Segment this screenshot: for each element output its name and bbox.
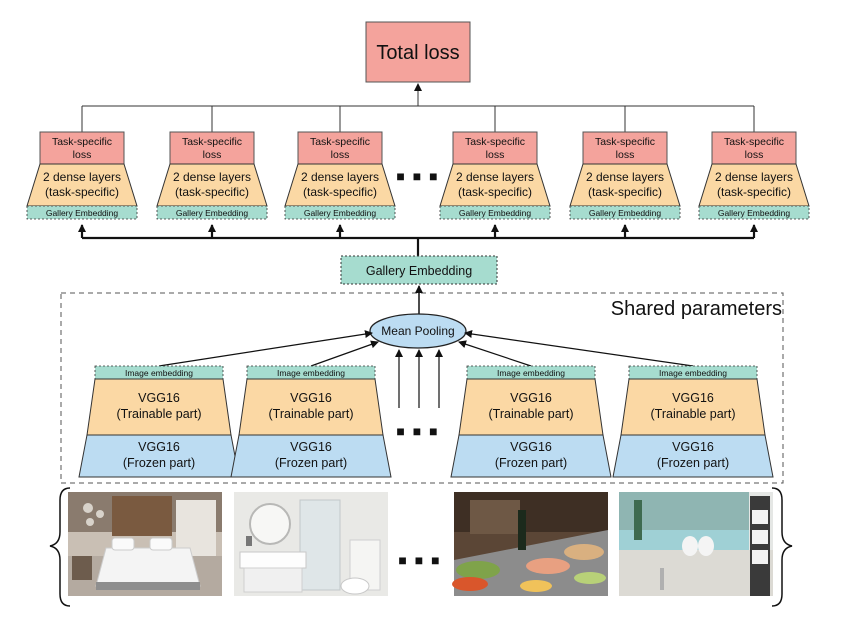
head-gallery-embedding-label: Gallery Embedding (46, 208, 119, 218)
task-loss-box (452, 131, 538, 165)
bottom-ellipsis: ■ ■ ■ (398, 552, 441, 568)
photo-indoor-pool (619, 492, 773, 596)
vgg-trainable-label: (Trainable part) (489, 407, 574, 421)
dense-layers-label: 2 dense layers (43, 170, 121, 184)
vgg-frozen-block (612, 434, 774, 478)
task-loss-box (711, 131, 797, 165)
vgg-trainable-label: VGG16 (290, 391, 332, 405)
task-loss-label: Task-specific (182, 136, 242, 148)
top-ellipsis: ■ ■ ■ (396, 168, 439, 184)
dense-layers-label: (task-specific) (588, 185, 662, 199)
task-loss-label: loss (745, 149, 764, 161)
vgg-frozen-label: (Frozen part) (657, 456, 729, 470)
head-gallery-embedding (26, 205, 138, 220)
task-loss-label: Task-specific (595, 136, 655, 148)
task-loss-label: Task-specific (724, 136, 784, 148)
vgg-frozen-label: VGG16 (510, 440, 552, 454)
task-loss-box (169, 131, 255, 165)
image-embedding-label: Image embedding (125, 368, 193, 378)
head-gallery-embedding (698, 205, 810, 220)
vgg-frozen-label: VGG16 (672, 440, 714, 454)
task-loss-label: loss (486, 149, 505, 161)
vgg-frozen-block (450, 434, 612, 478)
vgg-frozen-label: (Frozen part) (275, 456, 347, 470)
photo-hotel-bedroom (68, 492, 222, 596)
task-loss-label: loss (73, 149, 92, 161)
head-gallery-embedding-label: Gallery Embedding (459, 208, 532, 218)
dense-layers-label: (task-specific) (175, 185, 249, 199)
head-gallery-embedding-label: Gallery Embedding (589, 208, 662, 218)
left-brace (49, 487, 71, 607)
task-loss-box (297, 131, 383, 165)
vgg-trainable-label: (Trainable part) (269, 407, 354, 421)
shared-parameters-label: Shared parameters (611, 298, 782, 320)
gallery-embedding-label: Gallery Embedding (366, 264, 472, 278)
shared-parameters-box: Shared parameters (60, 292, 784, 484)
loss-aggregation-connector (81, 83, 755, 132)
dense-layers-label: (task-specific) (458, 185, 532, 199)
image-embedding-label: Image embedding (659, 368, 727, 378)
vgg-trainable-label: VGG16 (672, 391, 714, 405)
task-loss-label: loss (616, 149, 635, 161)
task-loss-box (582, 131, 668, 165)
head-gallery-embedding (569, 205, 681, 220)
task-loss-label: Task-specific (310, 136, 370, 148)
dense-layers-label: (task-specific) (303, 185, 377, 199)
dense-layers-label: 2 dense layers (173, 170, 251, 184)
dense-layers-label: 2 dense layers (715, 170, 793, 184)
task-loss-label: Task-specific (465, 136, 525, 148)
vgg-trainable-label: VGG16 (510, 391, 552, 405)
head-gallery-embedding (156, 205, 268, 220)
head-gallery-embedding-label: Gallery Embedding (718, 208, 791, 218)
dense-layers-label: 2 dense layers (301, 170, 379, 184)
vgg-trainable-label: (Trainable part) (651, 407, 736, 421)
right-brace (771, 487, 793, 607)
mean-pooling-label: Mean Pooling (381, 324, 454, 338)
task-loss-label: loss (331, 149, 350, 161)
dense-layers-label: (task-specific) (717, 185, 791, 199)
image-embedding-label: Image embedding (277, 368, 345, 378)
mean-pooling-node: Mean Pooling (369, 313, 467, 349)
vgg-frozen-block (230, 434, 392, 478)
gallery-embedding-node: Gallery Embedding (340, 255, 498, 285)
head-gallery-embedding (439, 205, 551, 220)
photo-breakfast-buffet (452, 492, 608, 596)
dense-layers-label: (task-specific) (45, 185, 119, 199)
vgg-frozen-label: VGG16 (138, 440, 180, 454)
photo-hotel-bathroom (234, 492, 388, 596)
vgg-frozen-label: (Frozen part) (495, 456, 567, 470)
vgg-trainable-label: (Trainable part) (117, 407, 202, 421)
head-gallery-embedding-label: Gallery Embedding (304, 208, 377, 218)
task-loss-label: loss (203, 149, 222, 161)
vgg-frozen-label: (Frozen part) (123, 456, 195, 470)
vgg-frozen-label: VGG16 (290, 440, 332, 454)
head-gallery-embedding (284, 205, 396, 220)
middle-ellipsis: ■ ■ ■ (396, 423, 439, 439)
backbone-to-pooling-arrows (158, 330, 694, 408)
total-loss-label: Total loss (376, 42, 459, 64)
dense-layers-label: 2 dense layers (586, 170, 664, 184)
dense-layers-label: 2 dense layers (456, 170, 534, 184)
vgg-trainable-label: VGG16 (138, 391, 180, 405)
image-embedding-label: Image embedding (497, 368, 565, 378)
task-loss-label: Task-specific (52, 136, 112, 148)
embedding-distribution-connector (78, 224, 758, 256)
total-loss-node: Total loss (365, 21, 471, 83)
head-gallery-embedding-label: Gallery Embedding (176, 208, 249, 218)
